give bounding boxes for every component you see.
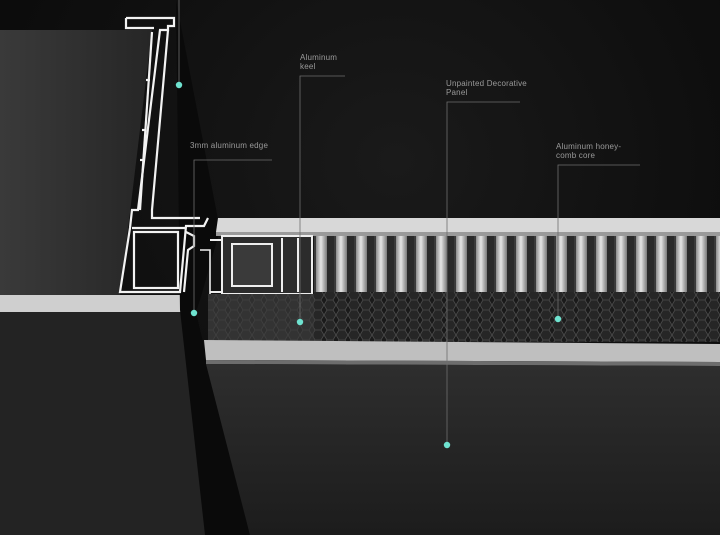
leader-lines [178,0,640,444]
label-decorative-panel: Unpainted Decorative Panel [446,79,527,97]
marker-panel [443,441,451,449]
left-panel-edge [0,295,200,312]
decorative-panel-top [216,218,720,232]
right-lower-face [206,364,720,535]
marker-edge [190,309,198,317]
decorative-panel-bottom [204,340,720,362]
left-panel-face [0,30,152,295]
honeycomb-ribs [314,236,720,292]
marker-honeycomb [554,315,562,323]
aluminum-profile [118,16,209,294]
marker-profile [175,81,183,89]
label-aluminum-edge: 3mm aluminum edge [190,141,269,150]
honeycomb-cells [314,292,720,342]
callout-markers [175,81,562,449]
aluminum-keel [200,235,313,296]
marker-keel [296,318,304,326]
label-aluminum-keel: Aluminum keel [300,53,338,71]
label-honeycomb-core: Aluminum honey- comb core [556,142,622,160]
